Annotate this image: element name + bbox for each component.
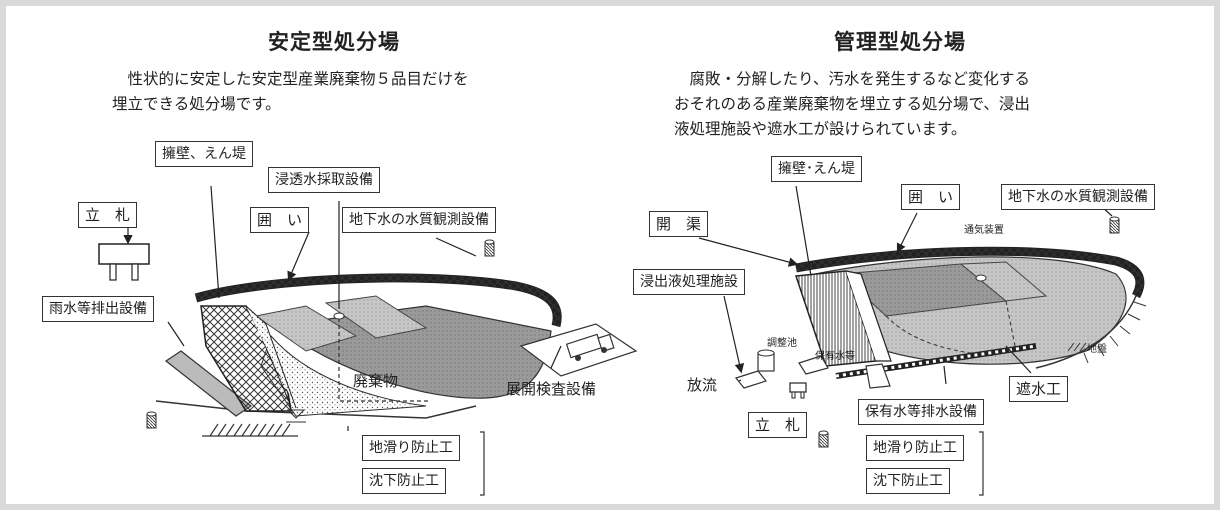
controlled-landfill-description-line-3: 液処理施設や遮水工が設けられています。 xyxy=(674,120,967,138)
controlled-landfill-drawing xyxy=(698,185,1147,496)
label-groundwater-monitoring: 地下水の水質観測設備 xyxy=(342,207,496,233)
label-waste: 廃棄物 xyxy=(353,372,399,390)
label-fence: 囲 い xyxy=(250,207,310,233)
controlled-landfill-title: 管理型処分場 xyxy=(834,30,966,54)
label-liner: 遮水工 xyxy=(1009,376,1069,402)
label-subsidence-prevention-controlled: 沈下防止工 xyxy=(866,468,950,494)
controlled-landfill-description-line-2: おそれのある産業廃棄物を埋立する処分場で、浸出 xyxy=(674,95,1030,113)
label-discharge: 放流 xyxy=(687,376,718,394)
label-retained-water-drainage: 保有水等排水設備 xyxy=(858,399,984,425)
label-subsidence-prevention: 沈下防止工 xyxy=(362,468,446,494)
label-landslide-prevention: 地滑り防止工 xyxy=(362,435,460,461)
controlled-landfill-description-line-1: 腐敗・分解したり、汚水を発生するなど変化する xyxy=(674,70,1030,88)
label-open-channel: 開 渠 xyxy=(649,211,709,237)
ground-hatch xyxy=(202,423,298,437)
label-retained-water: 保有水等 xyxy=(815,351,855,362)
label-fence-controlled: 囲 い xyxy=(901,184,961,210)
truck-icon xyxy=(565,333,615,361)
diagram-drawing xyxy=(98,185,1147,496)
label-sign: 立 札 xyxy=(78,202,138,228)
stable-landfill-drawing xyxy=(98,185,638,496)
label-landslide-prevention-controlled: 地滑り防止工 xyxy=(866,435,964,461)
label-vent: 通気装置 xyxy=(964,225,1004,236)
diagram-frame: 安定型処分場 性状的に安定した安定型産業廃棄物５品目だけを 埋立できる処分場です… xyxy=(6,6,1214,504)
label-leachate-treatment: 浸出液処理施設 xyxy=(633,269,745,295)
stable-landfill-description-line-1: 性状的に安定した安定型産業廃棄物５品目だけを xyxy=(112,70,469,88)
label-retaining-wall-controlled: 擁壁･えん堤 xyxy=(771,156,862,182)
label-ground: 地盤 xyxy=(1087,344,1107,355)
stable-landfill-title: 安定型処分場 xyxy=(268,30,400,54)
label-seepage-sampling: 浸透水採取設備 xyxy=(268,167,380,193)
label-sign-controlled: 立 札 xyxy=(748,412,808,438)
stable-landfill-description-line-2: 埋立できる処分場です。 xyxy=(112,95,281,113)
label-adjustment-pond: 調整池 xyxy=(767,338,797,349)
label-groundwater-monitoring-controlled: 地下水の水質観測設備 xyxy=(1001,184,1155,210)
label-inspection: 展開検査設備 xyxy=(506,380,597,398)
label-retaining-wall: 擁壁、えん堤 xyxy=(155,141,253,167)
label-rainwater-drainage: 雨水等排出設備 xyxy=(42,296,154,322)
